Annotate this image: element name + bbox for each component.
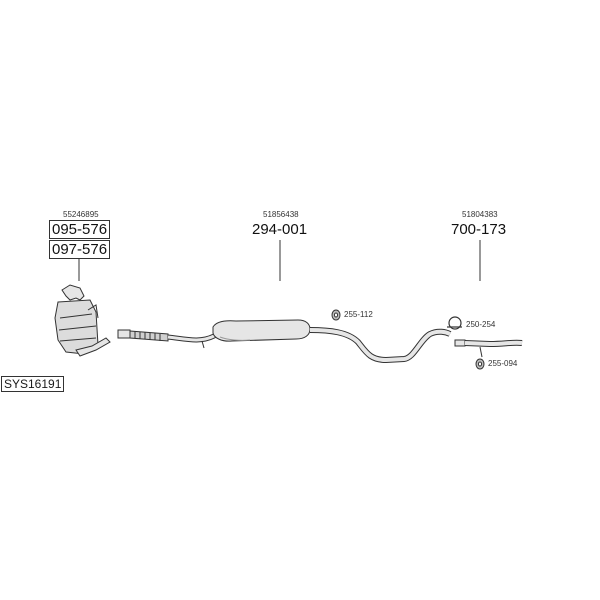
part-number[interactable]: 255-112 [344, 310, 373, 319]
oem-number: 51804383 [462, 210, 498, 219]
pipe-hanger-mark [201, 340, 205, 349]
part-number[interactable]: 294-001 [252, 221, 308, 238]
rear-pipe [454, 339, 466, 347]
part-number[interactable]: 095-576 [49, 220, 111, 239]
oem-number: 51856438 [263, 210, 299, 219]
rubber-mount-255-094 [475, 346, 485, 370]
flex-pipe [117, 329, 169, 342]
system-code: SYS16191 [1, 376, 65, 392]
part-number[interactable]: 255-094 [488, 359, 518, 368]
rubber-mount-255-112 [331, 309, 341, 321]
middle-silencer [212, 319, 323, 342]
part-number[interactable]: 250-254 [466, 320, 496, 329]
clamp-250-254 [447, 316, 462, 330]
oem-number: 55246895 [63, 210, 99, 219]
catalytic-converter [54, 284, 111, 357]
part-number[interactable]: 700-173 [451, 221, 507, 238]
part-number[interactable]: 097-576 [49, 240, 111, 259]
